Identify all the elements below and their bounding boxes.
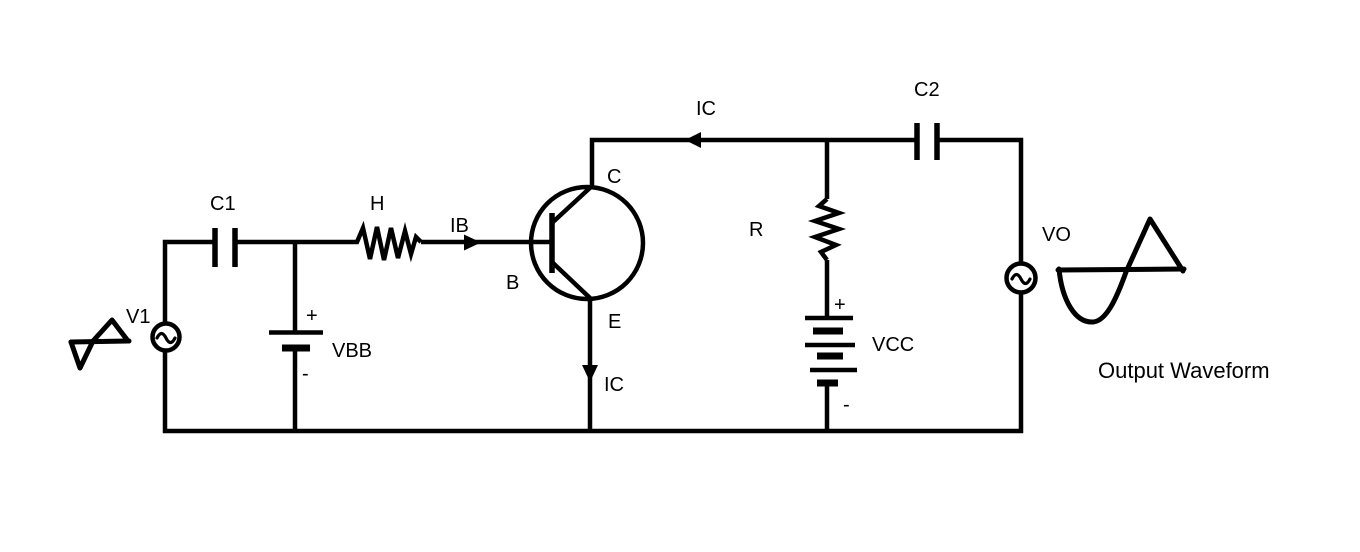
label-ic-top: IC — [696, 98, 716, 120]
label-b: B — [506, 272, 519, 294]
label-ic-bottom: IC — [604, 374, 624, 396]
label-vbb-plus: + — [306, 305, 318, 327]
label-vo: VO — [1042, 224, 1071, 246]
label-vbb-minus: - — [302, 363, 309, 385]
label-c2: C2 — [914, 79, 940, 101]
label-vcc-plus: + — [834, 294, 846, 316]
label-c1: C1 — [210, 193, 236, 215]
label-vcc-minus: - — [843, 394, 850, 416]
battery-vcc — [805, 315, 857, 387]
wire-outer-loop — [162, 137, 1024, 434]
label-r: R — [749, 219, 763, 241]
label-vbb: VBB — [332, 340, 372, 362]
label-h: H — [370, 193, 384, 215]
v1-source — [150, 321, 182, 353]
capacitor-c1 — [212, 228, 238, 267]
battery-vbb — [269, 330, 323, 352]
ib-arrow — [464, 234, 481, 251]
transistor — [528, 184, 646, 302]
label-v1: V1 — [126, 306, 150, 328]
label-c: C — [607, 166, 621, 188]
ic-bottom-arrow — [582, 365, 598, 382]
capacitor-c2 — [914, 123, 940, 160]
wire-collector-top — [589, 137, 917, 186]
resistor-r — [807, 197, 847, 262]
input-waveform-icon — [68, 317, 132, 371]
label-output-waveform: Output Waveform — [1098, 358, 1270, 383]
label-e: E — [608, 311, 621, 333]
ic-top-arrow — [685, 132, 701, 148]
output-waveform-icon — [1055, 216, 1187, 325]
vo-source — [1004, 261, 1038, 295]
label-vcc: VCC — [872, 334, 914, 356]
label-ib: IB — [450, 215, 469, 237]
resistor-h — [352, 220, 423, 263]
